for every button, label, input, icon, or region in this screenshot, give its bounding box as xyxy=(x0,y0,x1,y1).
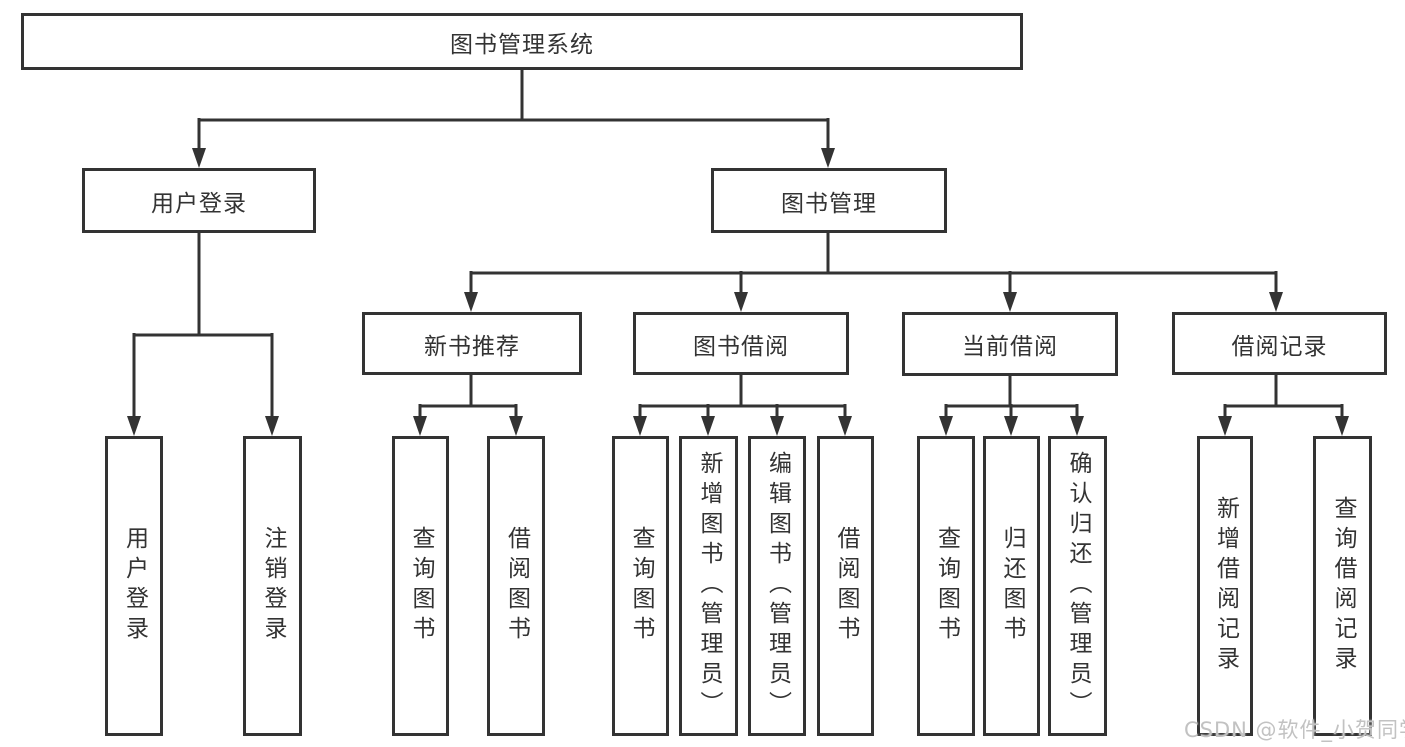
node-label: 新书推荐 xyxy=(424,333,520,360)
leaf-edit-book-admin: 编辑图书（管理员） xyxy=(748,436,806,736)
leaf-label: 注销登录 xyxy=(260,526,286,646)
leaf-label: 新增借阅记录 xyxy=(1212,496,1239,676)
leaf-label: 借阅图书 xyxy=(833,526,859,646)
leaf-borrow-books: 借阅图书 xyxy=(817,436,874,736)
arrowhead xyxy=(1335,416,1349,436)
arrowhead xyxy=(770,416,784,436)
leaf-borrow-books-recommend: 借阅图书 xyxy=(487,436,545,736)
node-label: 当前借阅 xyxy=(962,334,1058,360)
arrowhead xyxy=(838,416,852,436)
leaf-add-borrow-record: 新增借阅记录 xyxy=(1197,436,1253,736)
arrowheads xyxy=(127,148,1349,436)
node-label: 借阅记录 xyxy=(1231,333,1328,360)
arrowhead xyxy=(413,416,427,436)
node-user-login: 用户登录 xyxy=(82,168,316,233)
leaf-label: 查询图书 xyxy=(933,526,960,646)
node-book-borrow: 图书借阅 xyxy=(633,312,849,375)
leaf-query-books-current: 查询图书 xyxy=(917,436,975,736)
arrowhead xyxy=(509,416,523,436)
leaf-label: 借阅图书 xyxy=(503,526,530,646)
node-current-borrow: 当前借阅 xyxy=(902,312,1118,376)
arrowhead xyxy=(1003,292,1017,312)
leaf-return-book: 归还图书 xyxy=(983,436,1040,736)
node-borrow-records: 借阅记录 xyxy=(1172,312,1387,375)
arrowhead xyxy=(127,416,141,436)
arrowhead xyxy=(734,292,748,312)
node-label: 图书管理 xyxy=(781,190,877,217)
arrowhead xyxy=(1269,292,1283,312)
csdn-watermark: CSDN @软件_小贺同学 xyxy=(1184,718,1405,742)
connector-path xyxy=(132,69,1344,418)
node-label: 图书借阅 xyxy=(693,333,789,360)
leaf-label: 查询借阅记录 xyxy=(1330,496,1356,676)
leaf-query-borrow-record: 查询借阅记录 xyxy=(1313,436,1372,736)
leaf-label: 归还图书 xyxy=(999,526,1025,646)
node-library-system: 图书管理系统 xyxy=(21,13,1023,70)
arrowhead xyxy=(701,416,715,436)
leaf-label: 查询图书 xyxy=(628,526,654,646)
leaf-query-books-recommend: 查询图书 xyxy=(392,436,449,736)
leaf-logout: 注销登录 xyxy=(243,436,302,736)
leaf-query-books-borrow: 查询图书 xyxy=(612,436,669,736)
node-label: 用户登录 xyxy=(151,190,247,217)
leaf-user-login: 用户登录 xyxy=(105,436,163,736)
arrowhead xyxy=(265,416,279,436)
leaf-label: 确认归还（管理员） xyxy=(1065,451,1091,721)
leaf-label: 查询图书 xyxy=(408,526,434,646)
leaf-confirm-return-admin: 确认归还（管理员） xyxy=(1048,436,1107,736)
node-book-management: 图书管理 xyxy=(711,168,947,233)
arrowhead xyxy=(1218,416,1232,436)
arrowhead xyxy=(464,292,478,312)
arrowhead xyxy=(1070,416,1084,436)
node-label: 图书管理系统 xyxy=(450,31,594,58)
arrowhead xyxy=(821,148,835,168)
arrowhead xyxy=(939,416,953,436)
leaf-label: 编辑图书（管理员） xyxy=(764,451,791,721)
node-new-book-recommend: 新书推荐 xyxy=(362,312,582,375)
arrowhead xyxy=(192,148,206,168)
leaf-add-book-admin: 新增图书（管理员） xyxy=(679,436,738,736)
leaf-label: 用户登录 xyxy=(121,526,148,646)
arrowhead xyxy=(1004,416,1018,436)
arrowhead xyxy=(633,416,647,436)
leaf-label: 新增图书（管理员） xyxy=(696,451,722,721)
